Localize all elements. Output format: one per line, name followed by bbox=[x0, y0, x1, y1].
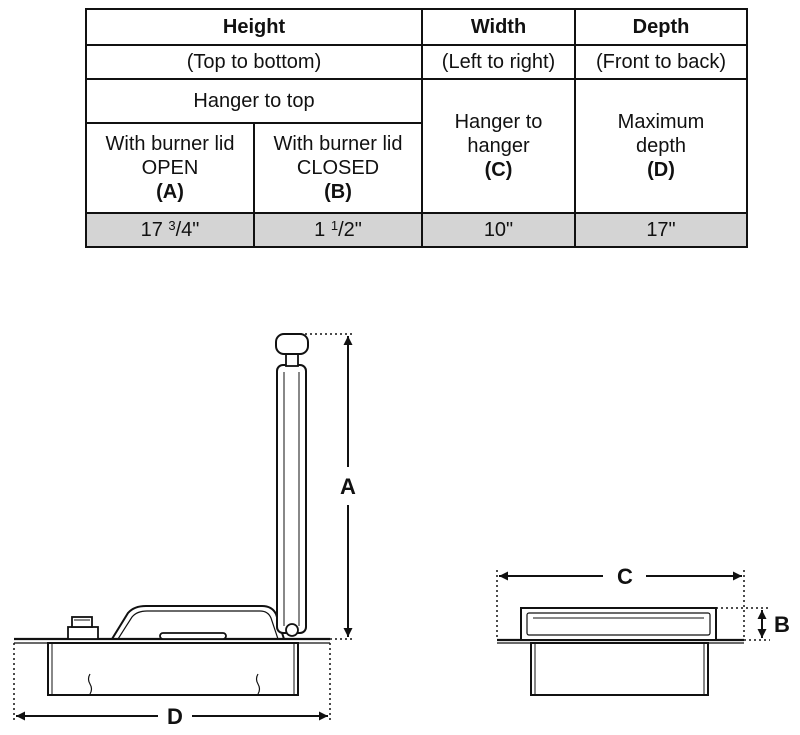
height-header: Height bbox=[85, 8, 423, 46]
width-letter: (C) bbox=[484, 159, 513, 181]
value-b-whole: 1 bbox=[314, 219, 331, 241]
depth-desc-line2: depth bbox=[635, 135, 687, 157]
value-a: 17 3/4" bbox=[85, 212, 255, 248]
depth-header: Depth bbox=[574, 8, 748, 46]
value-d: 17" bbox=[574, 212, 748, 248]
dimension-b-label: B bbox=[774, 612, 790, 637]
dimension-d: D bbox=[16, 704, 328, 729]
lid-closed-line2: CLOSED bbox=[296, 157, 380, 179]
dimension-a: A bbox=[340, 336, 356, 637]
dimension-a-label: A bbox=[340, 474, 356, 499]
dimensions-table: Height Width Depth (Top to bottom) (Left… bbox=[85, 8, 748, 248]
depth-direction: (Front to back) bbox=[574, 44, 748, 80]
lid-open-side-view bbox=[14, 333, 330, 696]
lid-open-description: With burner lid OPEN (A) bbox=[85, 122, 255, 214]
value-a-numerator: 3 bbox=[168, 218, 176, 233]
value-c: 10" bbox=[421, 212, 576, 248]
height-group-label: Hanger to top bbox=[85, 78, 423, 124]
lid-closed-line1: With burner lid bbox=[273, 133, 403, 155]
lid-closed-letter: (B) bbox=[324, 181, 352, 203]
dimension-b: B bbox=[757, 610, 790, 638]
value-a-denominator: /4" bbox=[175, 219, 200, 241]
depth-desc-line1: Maximum bbox=[617, 111, 705, 133]
lid-open-letter: (A) bbox=[156, 181, 184, 203]
width-desc-line2: hanger bbox=[467, 135, 530, 157]
dimension-c-label: C bbox=[617, 564, 633, 589]
width-desc-line1: Hanger to bbox=[454, 111, 543, 133]
width-direction: (Left to right) bbox=[421, 44, 576, 80]
height-direction: (Top to bottom) bbox=[85, 44, 423, 80]
dimension-c: C bbox=[499, 564, 742, 589]
width-header: Width bbox=[421, 8, 576, 46]
lid-closed-description: With burner lid CLOSED (B) bbox=[253, 122, 423, 214]
dimension-d-label: D bbox=[167, 704, 183, 729]
lid-open-line1: With burner lid bbox=[105, 133, 235, 155]
depth-description: Maximum depth (D) bbox=[574, 78, 748, 214]
value-b-denominator: /2" bbox=[338, 219, 362, 241]
value-a-whole: 17 bbox=[140, 219, 169, 241]
lid-closed-side-view bbox=[497, 607, 744, 696]
value-b-numerator: 1 bbox=[330, 218, 339, 233]
depth-letter: (D) bbox=[647, 159, 675, 181]
value-b: 1 1/2" bbox=[253, 212, 423, 248]
width-description: Hanger to hanger (C) bbox=[421, 78, 576, 214]
extension-lines bbox=[13, 333, 770, 720]
lid-open-line2: OPEN bbox=[141, 157, 199, 179]
